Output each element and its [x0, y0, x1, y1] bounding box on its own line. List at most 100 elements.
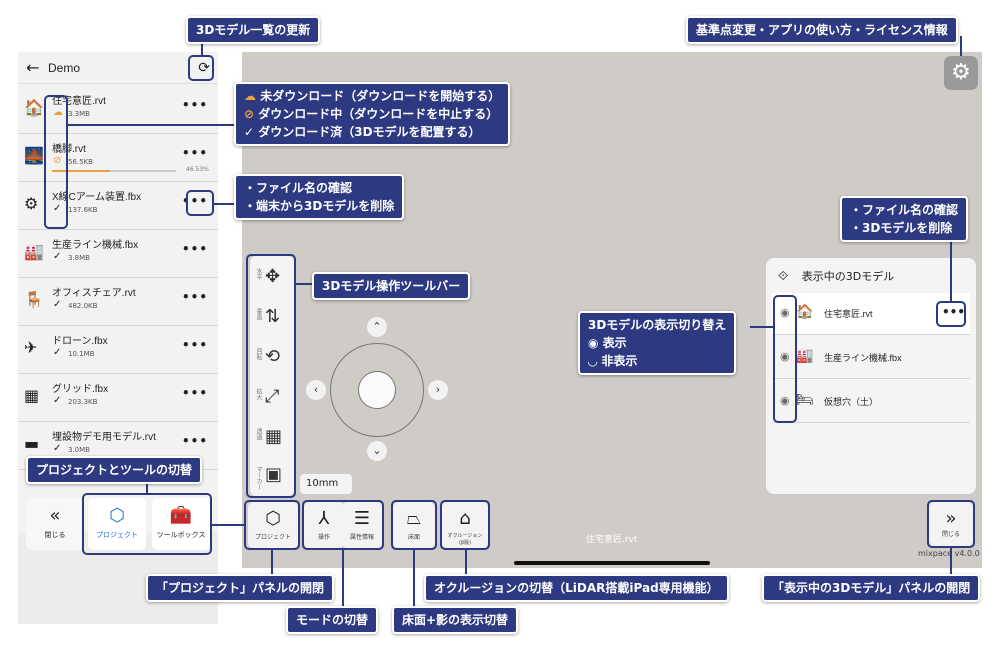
callout-right-menu: ・ファイル名の確認 ・3Dモデルを削除: [840, 196, 969, 242]
more-icon[interactable]: •••: [942, 305, 966, 319]
more-icon[interactable]: •••: [181, 146, 208, 160]
tool-label: 回転: [255, 348, 262, 360]
highlight-mode: [302, 500, 384, 550]
file-item[interactable]: ✈ ドローン.fbx ✓ 10.1MB •••: [18, 326, 218, 374]
refresh-icon[interactable]: ⟳: [198, 59, 210, 76]
settings-gear-icon[interactable]: ⚙: [944, 56, 978, 90]
toolbox-icon: 🧰: [169, 505, 193, 526]
transparency-icon: ▦: [265, 426, 283, 447]
project-tab-button[interactable]: ⬡ プロジェクト: [88, 498, 146, 550]
tool-rotate[interactable]: 回転 ⟲: [250, 340, 294, 376]
check-icon[interactable]: ✓: [53, 347, 62, 358]
file-item[interactable]: 🏭 生産ライン機械.fbx ✓ 3.8MB •••: [18, 230, 218, 278]
close-panel-button[interactable]: » 閉じる: [929, 502, 973, 546]
model-thumbnail: 🏠: [796, 304, 814, 320]
check-icon[interactable]: ✓: [53, 251, 62, 262]
floor-toggle-button[interactable]: ⏢ 床面: [393, 502, 435, 548]
callout-line: ・ファイル名の確認: [244, 181, 353, 195]
joystick-knob[interactable]: [358, 371, 396, 409]
more-icon[interactable]: •••: [181, 290, 208, 304]
step-size-value: 10mm: [306, 478, 339, 489]
highlight-occlusion: [440, 500, 490, 550]
joystick-ring[interactable]: [330, 343, 424, 437]
project-icon: ⬡: [109, 505, 125, 526]
model-thumbnail: ✈: [24, 338, 38, 357]
callout-project-panel: 「プロジェクト」パネルの開閉: [146, 574, 335, 602]
cancel-icon[interactable]: ⊘: [53, 155, 62, 166]
file-item[interactable]: 🪑 オフィスチェア.rvt ✓ 482.0KB •••: [18, 278, 218, 326]
file-item[interactable]: ▦ グリッド.fbx ✓ 203.3KB •••: [18, 374, 218, 422]
cloud-download-icon[interactable]: ☁: [53, 107, 63, 118]
arrow-down-icon[interactable]: ⌄: [367, 441, 387, 461]
close-label: 閉じる: [44, 531, 66, 539]
sidebar-header: ← Demo ⟳: [18, 52, 218, 84]
operation-icon: ⅄: [318, 508, 330, 529]
callout-toolbar: 3Dモデル操作ツールバー: [312, 272, 471, 300]
tool-label: マーカー: [255, 466, 262, 490]
arrow-up-icon[interactable]: ⌃: [367, 317, 387, 337]
file-item[interactable]: 🌉 橋脚.rvt ⊘ 56.5KB 46.53% •••: [18, 134, 218, 182]
more-icon[interactable]: •••: [181, 386, 208, 400]
more-icon[interactable]: •••: [181, 338, 208, 352]
attribute-mode-button[interactable]: ☰ 属性情報: [342, 502, 382, 548]
highlight-refresh: [188, 55, 214, 81]
floor-icon: ⏢: [406, 508, 422, 529]
callout-switch: プロジェクトとツールの切替: [26, 456, 203, 484]
callout-settings: 基準点変更・アプリの使い方・ライセンス情報: [686, 16, 958, 44]
operation-mode-button[interactable]: ⅄ 操作: [304, 502, 344, 548]
marker-icon: ▣: [265, 464, 283, 485]
panel-title: ⟐ 表示中の3Dモデル: [778, 268, 894, 284]
visible-model-row[interactable]: ◉ 🏭 生産ライン機械.fbx: [772, 337, 970, 379]
more-icon[interactable]: •••: [181, 98, 208, 112]
more-icon[interactable]: •••: [181, 242, 208, 256]
arrow-right-icon[interactable]: ›: [428, 380, 448, 400]
eye-icon[interactable]: ◉: [780, 394, 790, 407]
close-sidebar-button[interactable]: « 閉じる: [26, 498, 84, 550]
back-icon[interactable]: ←: [26, 58, 40, 77]
button-label: 属性情報: [349, 534, 374, 541]
more-icon[interactable]: •••: [181, 194, 208, 208]
eye-icon[interactable]: ◉: [780, 306, 790, 319]
check-icon[interactable]: ✓: [53, 395, 62, 406]
more-icon[interactable]: •••: [181, 434, 208, 448]
app-version: mixpace v4.0.0: [918, 549, 980, 558]
occlusion-toggle-button[interactable]: ⌂ オクルージョン (β版): [442, 502, 488, 548]
file-item[interactable]: 🏠 住宅意匠.rvt ☁ 3.3MB •••: [18, 86, 218, 134]
project-icon: ⬡: [265, 508, 281, 529]
file-name: グリッド.fbx: [52, 384, 109, 395]
close-label: 閉じる: [941, 531, 960, 538]
toolbox-tab-button[interactable]: 🧰 ツールボックス: [152, 498, 210, 550]
eye-icon[interactable]: ◉: [780, 350, 790, 363]
model-thumbnail: 🏠: [24, 98, 44, 117]
model-thumbnail: ▬: [24, 434, 40, 453]
file-name: 生産ライン機械.fbx: [52, 240, 139, 251]
step-size-select[interactable]: 10mm ⌃: [300, 474, 352, 508]
home-indicator: [514, 561, 710, 565]
check-icon[interactable]: ✓: [53, 443, 62, 454]
tool-scale[interactable]: 拡大 ⤢: [250, 380, 294, 416]
tool-transparency[interactable]: 透過 ▦: [250, 420, 294, 456]
file-item[interactable]: ⚙ X線Cアーム装置.fbx ✓ 137.6KB •••: [18, 182, 218, 230]
tool-marker[interactable]: マーカー ▣: [250, 458, 294, 494]
button-label: 床面: [407, 534, 420, 541]
highlight-project-btn: [244, 500, 300, 550]
panel-title-text: 表示中の3Dモデル: [801, 270, 895, 283]
attribute-icon: ☰: [353, 508, 371, 529]
tool-vertical[interactable]: 垂直 ⇅: [250, 300, 294, 336]
file-size: 10.1MB: [68, 350, 95, 358]
callout-visibility: 3Dモデルの表示切り替え ◉ 表示 ◡ 非表示: [578, 311, 737, 375]
check-icon[interactable]: ✓: [53, 299, 62, 310]
highlight-eyes: [773, 295, 797, 423]
arrow-left-icon[interactable]: ‹: [306, 380, 326, 400]
file-name: オフィスチェア.rvt: [52, 288, 136, 299]
file-size: 3.0MB: [68, 446, 90, 454]
visible-model-row[interactable]: ◉ 🏠 住宅意匠.rvt •••: [772, 293, 970, 335]
visible-model-row[interactable]: ◉ 🛏 仮想穴（土）: [772, 381, 970, 423]
tool-move[interactable]: 水平 ✥: [250, 260, 294, 296]
check-icon[interactable]: ✓: [53, 203, 62, 214]
project-panel-button[interactable]: ⬡ プロジェクト: [248, 502, 298, 548]
occlusion-icon: ⌂: [459, 508, 471, 529]
eye-closed-icon: ◡: [588, 354, 598, 368]
model-thumbnail: 🛏: [796, 392, 814, 408]
tool-label: 拡大: [255, 388, 262, 400]
